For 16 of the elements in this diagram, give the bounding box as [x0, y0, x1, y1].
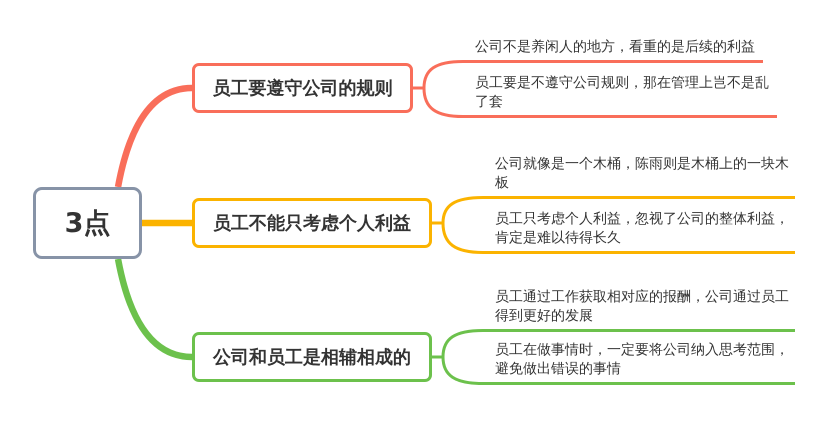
topic-box: 员工要遵守公司的规则 [192, 63, 413, 113]
topic-box: 公司和员工是相辅相成的 [192, 332, 432, 382]
connector-line [142, 220, 192, 226]
central-topic-box: 3点 [33, 187, 142, 259]
subtopic-text: 员工通过工作获取相对应的报酬，公司通过员工得到更好的发展 [483, 284, 795, 332]
subtopic-text: 员工只考虑个人利益，忽视了公司的整体利益，肯定是难以待得长久 [483, 206, 795, 254]
subtopic-text: 公司不是养闲人的地方，看重的是后续的利益 [463, 34, 763, 62]
connector-line [432, 356, 484, 385]
topic-box: 员工不能只考虑个人利益 [192, 198, 432, 248]
subtopic-text: 员工要是不遵守公司规则，那在管理上岂不是乱了套 [463, 70, 777, 118]
connector-line [432, 222, 484, 254]
subtopic-text: 公司就像是一个木桶，陈雨则是木桶上的一块木板 [483, 150, 795, 198]
connector-line [114, 84, 192, 188]
connector-line [114, 258, 192, 360]
subtopic-text: 员工在做事情时，一定要将公司纳入思考范围，避免做出错误的事情 [483, 336, 795, 384]
connector-line [413, 86, 464, 118]
